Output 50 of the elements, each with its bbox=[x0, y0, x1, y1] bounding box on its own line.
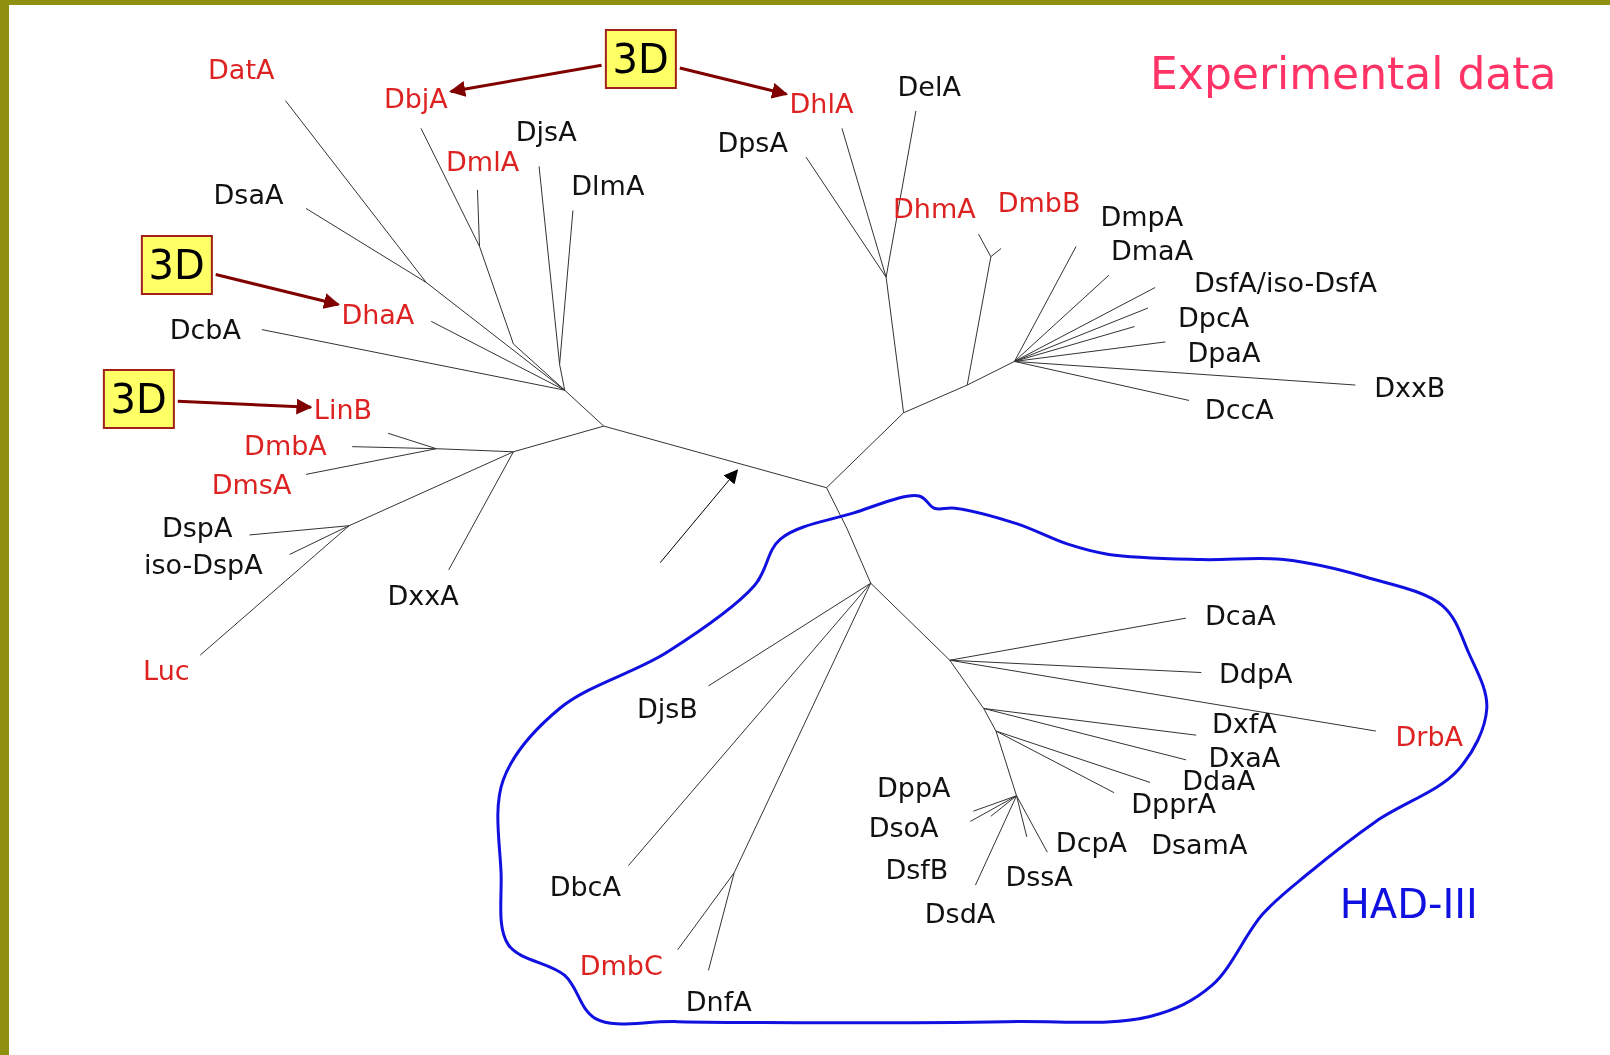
leaf-label: DsaA bbox=[213, 180, 284, 208]
leaf-label: Luc bbox=[143, 657, 190, 684]
structure-tag: 3D bbox=[140, 234, 213, 295]
leaf-label: DpcA bbox=[1178, 303, 1250, 331]
leaf-label: DccA bbox=[1204, 395, 1274, 423]
leaf-label: DmbB bbox=[997, 188, 1081, 216]
leaf-label: DlmA bbox=[571, 171, 645, 199]
leaf-label: DelA bbox=[897, 72, 961, 100]
leaf-label: DmsA bbox=[211, 470, 292, 498]
arrow bbox=[177, 398, 313, 415]
leaf-label: DmbA bbox=[244, 431, 327, 459]
leaf-label: DmlA bbox=[446, 147, 520, 175]
leaf-label: DsamA bbox=[1151, 830, 1248, 858]
leaf-label: DdpA bbox=[1219, 659, 1293, 687]
leaf-label: DcpA bbox=[1055, 828, 1128, 856]
leaf-label: DsdA bbox=[924, 899, 996, 927]
leaf-label: DsfB bbox=[885, 855, 949, 883]
leaf-label: DatA bbox=[208, 55, 275, 83]
leaf-label: DcaA bbox=[1205, 601, 1276, 629]
arrow bbox=[449, 63, 602, 97]
arrow bbox=[679, 66, 789, 99]
group-label: HAD-III bbox=[1339, 883, 1478, 924]
leaf-label: DhlA bbox=[789, 89, 854, 117]
leaf-label: DmaA bbox=[1111, 236, 1194, 263]
leaf-label: LinB bbox=[313, 395, 373, 423]
leaf-label: DbcA bbox=[549, 872, 621, 900]
leaf-label: DpaA bbox=[1187, 338, 1261, 366]
arrow bbox=[215, 273, 340, 309]
leaf-label: DcbA bbox=[169, 315, 241, 343]
leaf-label: iso-DspA bbox=[143, 550, 263, 578]
structure-tag: 3D bbox=[102, 369, 175, 430]
leaf-label: DrbA bbox=[1395, 722, 1464, 750]
leaf-label: DbjA bbox=[383, 84, 448, 112]
leaf-label: DhaA bbox=[341, 300, 415, 328]
leaf-label: DmbC bbox=[579, 951, 663, 979]
leaf-label: DpsA bbox=[717, 128, 788, 156]
leaf-label: DspA bbox=[161, 513, 233, 541]
leaf-label: DsoA bbox=[868, 813, 939, 841]
leaf-label: DxxA bbox=[387, 581, 459, 608]
structure-tag: 3D bbox=[604, 28, 677, 89]
leaf-label: DsfA/iso-DsfA bbox=[1194, 268, 1378, 296]
leaf-label: DhmA bbox=[893, 194, 976, 222]
leaf-label: DssA bbox=[1005, 862, 1073, 890]
leaf-label: DjsA bbox=[515, 117, 577, 145]
leaf-label: DnfA bbox=[685, 987, 752, 1015]
title: Experimental data bbox=[1150, 51, 1557, 96]
leaf-label: DmpA bbox=[1100, 202, 1184, 230]
leaf-label: DjsB bbox=[636, 694, 698, 722]
leaf-label: DxxB bbox=[1374, 373, 1446, 401]
leaf-label: DxfA bbox=[1212, 709, 1277, 737]
